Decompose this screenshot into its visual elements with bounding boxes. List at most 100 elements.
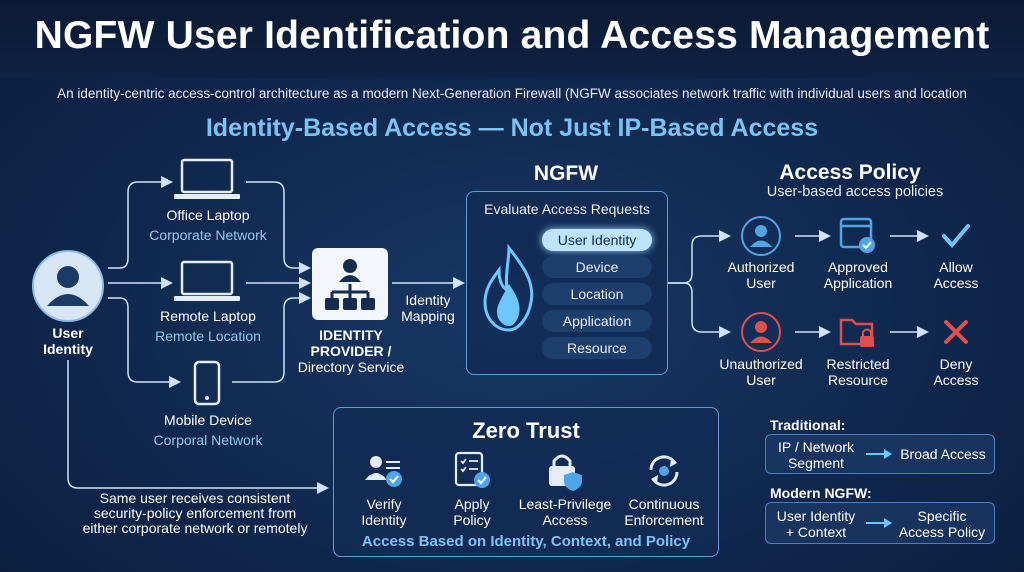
policy-subtitle: User-based access policies bbox=[766, 184, 944, 200]
unauthorized-line1: Unauthorized bbox=[719, 356, 803, 372]
allow-line2: Access bbox=[933, 275, 979, 291]
firewall-flame-icon bbox=[483, 244, 534, 332]
idp-label-line1: IDENTITY bbox=[319, 327, 383, 343]
arrow-user-to-zero-trust bbox=[67, 360, 329, 494]
device-mobile-network: Corporal Network bbox=[153, 432, 263, 448]
zt-item4-line2: Enforcement bbox=[624, 512, 704, 528]
laptop-icon bbox=[174, 158, 240, 199]
arrow-right-icon bbox=[866, 449, 892, 459]
unauthorized-user-icon bbox=[741, 312, 781, 352]
device-remote: Remote Laptop Remote Location bbox=[130, 308, 286, 344]
approved-application-icon bbox=[839, 217, 875, 253]
modern-from-line1: User Identity bbox=[776, 508, 856, 524]
device-remote-name: Remote Laptop bbox=[160, 308, 256, 324]
criterion-application: Application bbox=[542, 310, 652, 332]
user-label-line1: User bbox=[52, 325, 84, 341]
apply-policy-label: Apply Policy bbox=[430, 496, 514, 528]
policy-title: Access Policy bbox=[779, 161, 921, 184]
mobile-phone-icon bbox=[193, 360, 221, 406]
device-office-name: Office Laptop bbox=[166, 207, 250, 223]
ngfw-title: NGFW bbox=[533, 162, 599, 185]
restricted-line2: Resource bbox=[828, 372, 888, 388]
approved-line2: Application bbox=[823, 275, 893, 291]
arrow-mobile-to-idp bbox=[232, 292, 311, 383]
allow-line1: Allow bbox=[939, 259, 973, 275]
criterion-resource: Resource bbox=[542, 337, 652, 359]
traditional-from-line1: IP / Network bbox=[778, 439, 854, 455]
authorized-user-icon bbox=[741, 216, 781, 256]
zt-item2-line1: Apply bbox=[454, 496, 490, 512]
device-mobile-name: Mobile Device bbox=[164, 412, 252, 428]
zt-item4-line1: Continuous bbox=[628, 496, 700, 512]
note-line2: security-policy enforcement from bbox=[93, 505, 297, 521]
modern-to-line2: Access Policy bbox=[898, 524, 986, 540]
restricted-resource-label: Restricted Resource bbox=[812, 356, 904, 388]
modern-to-line1: Specific bbox=[917, 508, 967, 524]
ngfw-heading: Evaluate Access Requests bbox=[484, 201, 650, 217]
deny-x-icon bbox=[944, 320, 968, 344]
device-remote-network: Remote Location bbox=[155, 328, 261, 344]
page-subtitle: An identity-centric access-control archi… bbox=[57, 86, 967, 101]
traditional-label: Traditional: bbox=[770, 417, 846, 433]
traditional-from: IP / Network Segment bbox=[770, 439, 862, 471]
device-office-network: Corporate Network bbox=[149, 227, 267, 243]
apply-policy-checklist-icon bbox=[454, 451, 490, 488]
page-title: NGFW User Identification and Access Mana… bbox=[34, 14, 990, 57]
zero-trust-panel: Zero Trust Verify Identity Apply Policy bbox=[333, 407, 719, 557]
lock-shield-icon bbox=[549, 454, 582, 491]
arrow-user-to-office bbox=[108, 176, 173, 269]
modern-to: Specific Access Policy bbox=[892, 508, 992, 540]
zt-item1-line2: Identity bbox=[361, 512, 407, 528]
identity-provider-label: IDENTITY PROVIDER / Directory Service bbox=[284, 327, 418, 375]
ngfw-panel: Evaluate Access Requests User Identity D… bbox=[466, 191, 668, 375]
directory-hierarchy-icon bbox=[325, 259, 375, 310]
zt-item1-line1: Verify bbox=[366, 496, 402, 512]
mapping-line2: Mapping bbox=[401, 308, 455, 324]
traditional-to: Broad Access bbox=[900, 446, 986, 462]
user-icon bbox=[47, 266, 89, 306]
arrow-right-icon bbox=[866, 518, 892, 528]
user-identity-label: User Identity bbox=[18, 325, 118, 357]
criterion-user-identity: User Identity bbox=[542, 229, 652, 251]
zero-trust-title: Zero Trust bbox=[472, 418, 580, 443]
mapping-line1: Identity bbox=[405, 292, 451, 308]
headline: Identity-Based Access — Not Just IP-Base… bbox=[205, 114, 819, 142]
idp-label-line3: Directory Service bbox=[297, 359, 405, 375]
user-label-line2: Identity bbox=[43, 341, 93, 357]
criterion-device: Device bbox=[542, 256, 652, 278]
continuous-refresh-icon bbox=[649, 455, 679, 487]
identity-provider-node bbox=[312, 248, 388, 320]
device-mobile: Mobile Device Corporal Network bbox=[130, 412, 286, 448]
arrow-office-to-idp bbox=[246, 181, 311, 274]
traditional-from-line2: Segment bbox=[787, 455, 845, 471]
device-office: Office Laptop Corporate Network bbox=[130, 207, 286, 243]
verify-identity-label: Verify Identity bbox=[338, 496, 430, 528]
note-line1: Same user receives consistent bbox=[99, 490, 291, 506]
unauthorized-user-label: Unauthorized User bbox=[710, 356, 812, 388]
authorized-line1: Authorized bbox=[727, 259, 795, 275]
modern-ngfw-label: Modern NGFW: bbox=[770, 485, 872, 501]
continuous-enforcement-label: Continuous Enforcement bbox=[616, 496, 712, 528]
user-identity-node bbox=[32, 250, 104, 322]
note-line3: either corporate network or remotely bbox=[82, 520, 308, 536]
deny-line1: Deny bbox=[939, 356, 973, 372]
zero-trust-footer: Access Based on Identity, Context, and P… bbox=[361, 533, 691, 550]
allow-access-label: Allow Access bbox=[916, 259, 996, 291]
authorized-user-label: Authorized User bbox=[716, 259, 806, 291]
consistent-enforcement-note: Same user receives consistent security-p… bbox=[70, 491, 320, 536]
arrow-ngfw-to-allow bbox=[668, 230, 731, 284]
restricted-folder-lock-icon bbox=[839, 318, 874, 347]
arrow-ngfw-to-deny bbox=[668, 282, 731, 338]
authorized-line2: User bbox=[746, 275, 776, 291]
unauthorized-line2: User bbox=[746, 372, 776, 388]
title-bar bbox=[0, 0, 1024, 78]
deny-access-label: Deny Access bbox=[916, 356, 996, 388]
least-privilege-label: Least-Privilege Access bbox=[510, 496, 620, 528]
modern-from: User Identity + Context bbox=[770, 508, 862, 540]
laptop-icon bbox=[174, 260, 240, 301]
traditional-comparison-box: IP / Network Segment Broad Access bbox=[765, 434, 995, 474]
modern-from-line2: + Context bbox=[785, 524, 847, 540]
restricted-line1: Restricted bbox=[826, 356, 890, 372]
